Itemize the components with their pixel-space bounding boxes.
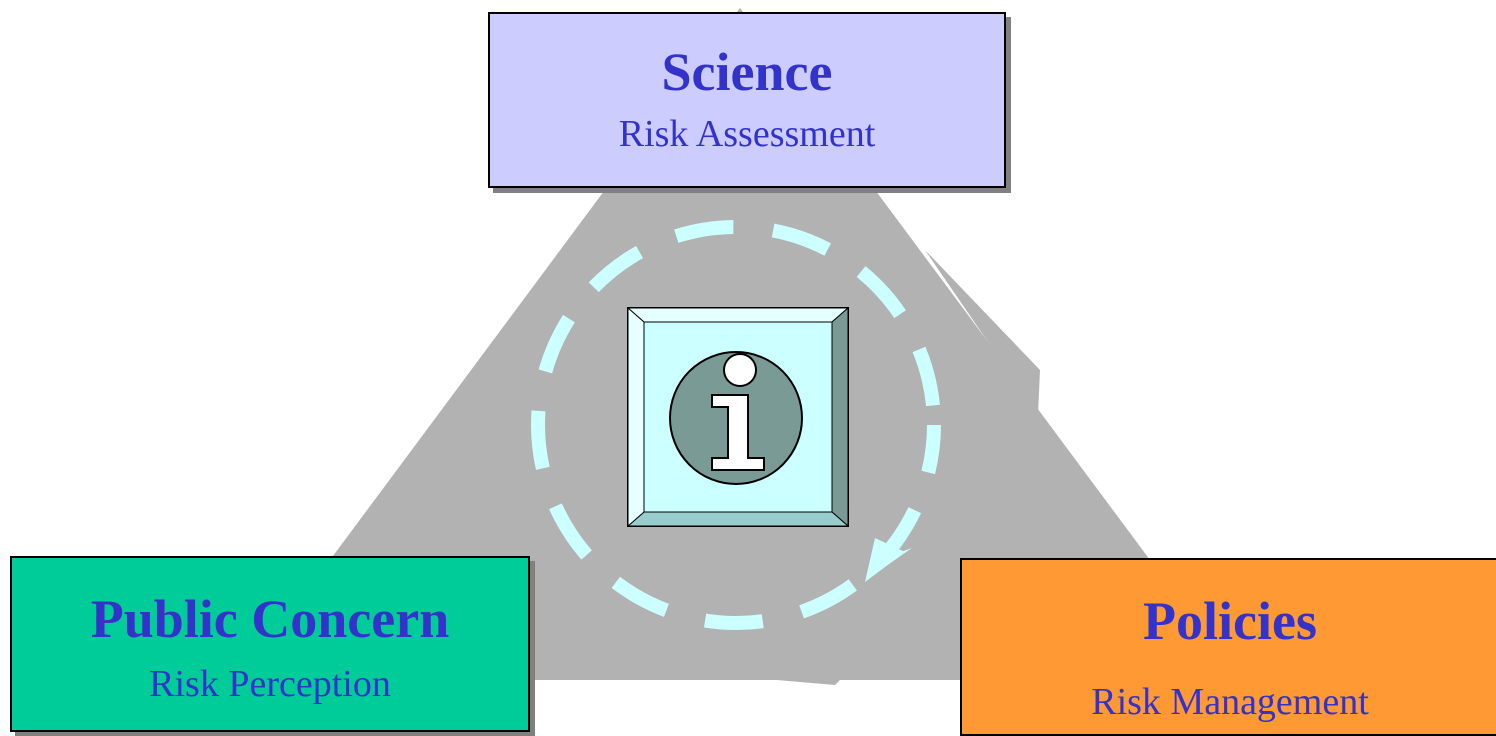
cycle-arrow-head-fill: [865, 538, 905, 582]
policies-title: Policies: [1143, 591, 1317, 651]
public-concern-subtitle: Risk Perception: [149, 663, 391, 705]
public-concern-box: Public Concern Risk Perception: [10, 556, 530, 732]
dashed-cycle-circle: [531, 220, 941, 630]
science-box: Science Risk Assessment: [488, 12, 1006, 188]
science-title: Science: [661, 42, 833, 102]
info-icon: [669, 351, 803, 485]
policies-box: Policies Risk Management: [960, 558, 1496, 736]
public-concern-title: Public Concern: [90, 589, 450, 649]
triangle-edge-arrow-right: [925, 250, 1040, 415]
policies-subtitle: Risk Management: [1091, 681, 1369, 723]
science-subtitle: Risk Assessment: [618, 113, 876, 155]
